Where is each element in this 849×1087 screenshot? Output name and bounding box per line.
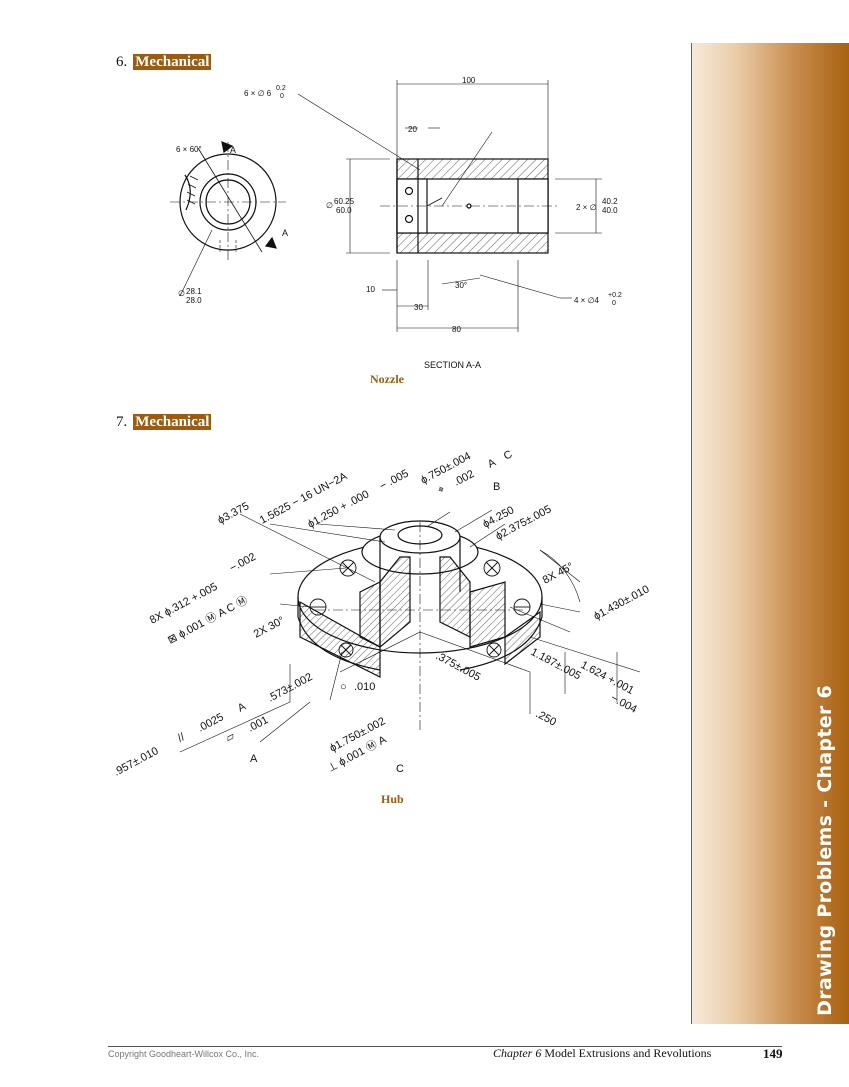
inner-dia-lo: 28.0 [186, 296, 202, 305]
hub-par-a: A [236, 700, 249, 714]
problem-number: 6. [116, 54, 128, 70]
problem-7-heading: 7. Mechanical [116, 414, 212, 431]
chapter-title: Model Extrusions and Revolutions [544, 1046, 712, 1060]
section-mark-bottom: A [282, 228, 288, 238]
dim-20: 20 [408, 125, 417, 134]
hub-thread: 1.5625 − 16 UN−2A [258, 470, 350, 527]
hub-holes-lo: −.002 [228, 551, 258, 575]
chapter-number: Chapter 6 [493, 1046, 542, 1060]
page-number: 149 [763, 1046, 783, 1061]
hub-drawing: ϕ3.375 1.5625 − 16 UN−2A ϕ1.250 + .000 −… [112, 448, 652, 779]
nozzle-holes-tol-hi: 0.2 [276, 85, 286, 92]
small-holes: 4 × ∅4 [574, 296, 600, 305]
inner-dia-hi: 28.1 [186, 287, 202, 296]
nozzle-holes-tol-lo: 0 [280, 93, 284, 100]
hub-dia-1250-lo: − .005 [378, 468, 411, 493]
hub-body [297, 520, 543, 732]
hub-caption: Hub [381, 792, 404, 806]
outer-dia-hi: 60.25 [334, 197, 355, 206]
problem-tag: Mechanical [133, 414, 212, 430]
dim-10: 10 [366, 285, 375, 294]
nozzle-angle-label: 6 × 60° [176, 145, 202, 154]
hub-datum-b: B [493, 481, 500, 493]
hub-flat-sym: ▱ [224, 730, 238, 745]
problem-tag: Mechanical [133, 54, 212, 70]
hub-circ-val: .010 [354, 681, 375, 693]
hub-par-sym: // [176, 731, 188, 745]
bore-lo: 40.0 [602, 206, 618, 215]
nozzle-caption: Nozzle [370, 372, 404, 386]
hub-dia-1430: ϕ1.430±.010 [592, 583, 652, 622]
small-tol-lo: 0 [612, 300, 616, 307]
hub-fcf-top-a: A [486, 456, 499, 470]
hub-fcf-top: .002 [452, 468, 477, 489]
copyright: Copyright Goodheart-Willcox Co., Inc. [108, 1049, 260, 1059]
outer-dia-prefix: ∅ [326, 201, 333, 210]
hub-fcf-top-sym: ⌖ [436, 483, 447, 497]
nozzle-holes-label: 6 × ∅ 6 [244, 89, 272, 98]
nozzle-section-view [380, 158, 560, 254]
dim-30: 30 [414, 303, 423, 312]
footer-rule [108, 1046, 782, 1047]
hub-datum-c: C [396, 763, 404, 775]
hub-dim-250: .250 [534, 708, 559, 729]
hub-fcf-top-c: C [502, 448, 515, 462]
hub-2x30: 2X 30° [252, 614, 287, 640]
nozzle-end-view [170, 141, 286, 297]
chapter-reference: Chapter 6 Model Extrusions and Revolutio… [493, 1046, 711, 1061]
bore-prefix: 2 × ∅ [576, 203, 597, 212]
hub-circ-sym: ○ [340, 681, 347, 693]
hub-dim-1624-lo: −.004 [609, 692, 639, 716]
hub-dia-3375: ϕ3.375 [216, 500, 251, 526]
section-label: SECTION A-A [424, 360, 481, 370]
hub-datum-a: A [250, 753, 258, 765]
bore-hi: 40.2 [602, 197, 618, 206]
section-mark-top: A [230, 145, 236, 155]
hub-flat-val: .001 [246, 714, 271, 735]
dim-100: 100 [462, 76, 476, 85]
nozzle-drawing: 6 × 60° A A ∅ 28.1 28.0 [170, 76, 622, 370]
hub-dim-1624: 1.624 +.001 [579, 659, 636, 697]
inner-dia-prefix: ∅ [178, 289, 185, 298]
chapter-sidebar: Drawing Problems - Chapter 6 [691, 43, 849, 1024]
problem-6-heading: 6. Mechanical [116, 54, 212, 71]
dim-80: 80 [452, 325, 461, 334]
outer-dia-lo: 60.0 [336, 206, 352, 215]
sidebar-title: Drawing Problems - Chapter 6 [814, 685, 836, 1016]
small-tol-hi: +0.2 [608, 292, 622, 299]
problem-number: 7. [116, 414, 128, 430]
hub-par-val: .0025 [196, 711, 226, 735]
angle-30: 30° [455, 281, 467, 290]
hub-dim-957: .957±.010 [112, 745, 161, 779]
